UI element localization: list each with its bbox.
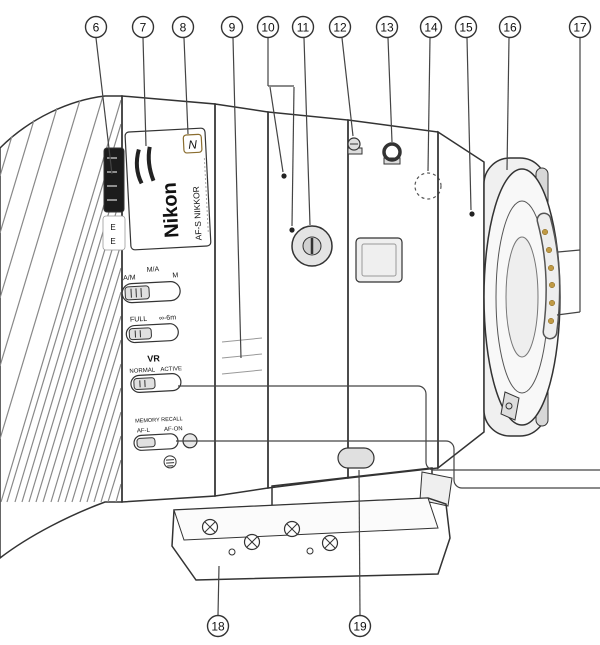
leader-offpage-memory bbox=[176, 440, 600, 489]
limit-label-full: FULL bbox=[130, 316, 148, 324]
focus-mode-label-m: M bbox=[172, 272, 178, 279]
leader-14 bbox=[427, 37, 431, 172]
barrel-screw-dot-2 bbox=[289, 227, 295, 233]
engraving-mark-2 bbox=[146, 146, 156, 182]
leader-18 bbox=[217, 565, 220, 616]
series-text: AF-S NIKKOR bbox=[191, 186, 204, 241]
foot-screw-holes bbox=[201, 518, 339, 556]
callout-17-label: 17 bbox=[573, 21, 587, 35]
leader-7 bbox=[142, 37, 147, 147]
callout-15: 15 bbox=[454, 15, 478, 39]
vr-label: VR bbox=[147, 353, 161, 364]
brand-logo-text: Nikon bbox=[159, 182, 184, 239]
rear-element bbox=[505, 236, 539, 358]
focus-mode-label-am: A/M bbox=[123, 274, 136, 282]
limit-label-range: ∞-6m bbox=[159, 314, 177, 322]
callout-19-label: 19 bbox=[353, 620, 367, 634]
callout-7: 7 bbox=[131, 15, 155, 39]
callout-11-label: 11 bbox=[297, 21, 310, 35]
filter-holder-knob bbox=[291, 225, 333, 267]
vr-label-normal: NORMAL bbox=[129, 367, 156, 374]
vr-switch: VR NORMAL ACTIVE bbox=[129, 353, 182, 393]
nano-crystal-letter: N bbox=[188, 137, 198, 151]
memory-slider-knob bbox=[136, 437, 156, 448]
leader-16 bbox=[506, 37, 510, 171]
nano-crystal-badge bbox=[182, 133, 203, 154]
scale-mark-top: E bbox=[110, 223, 115, 232]
callout-11: 11 bbox=[291, 15, 315, 39]
hidden-index-dotted-circle bbox=[414, 172, 442, 200]
callout-numbers: 6 7 8 9 10 11 12 13 bbox=[84, 15, 592, 638]
callout-13: 13 bbox=[375, 15, 399, 39]
lens-mount bbox=[483, 157, 561, 437]
callout-16-label: 16 bbox=[503, 21, 517, 35]
focus-mode-label-ma: M/A bbox=[147, 266, 160, 274]
focus-mode-switch: A/M M/A M bbox=[121, 266, 181, 304]
callout-9: 9 bbox=[220, 15, 244, 39]
textured-grip-ring bbox=[214, 103, 269, 497]
leader-19 bbox=[358, 469, 361, 616]
afl-label: AF-L bbox=[137, 428, 151, 435]
callout-18-label: 18 bbox=[211, 620, 225, 634]
mounting-index-dot bbox=[469, 211, 475, 217]
leader-12 bbox=[341, 37, 354, 137]
memory-recall-switch: MEMORY RECALL AF-L AF-ON bbox=[133, 416, 198, 469]
callout-17: 17 bbox=[568, 15, 592, 39]
leader-13 bbox=[387, 37, 393, 143]
scale-tab bbox=[102, 215, 126, 251]
vr-label-active: ACTIVE bbox=[160, 366, 182, 373]
cpu-contacts bbox=[541, 228, 556, 325]
callout-15-label: 15 bbox=[459, 21, 473, 35]
callout-12-label: 12 bbox=[333, 21, 347, 35]
callout-14: 14 bbox=[419, 15, 443, 39]
rib-hatching bbox=[0, 95, 122, 503]
rear-taper bbox=[437, 130, 485, 470]
callout-14-label: 14 bbox=[424, 21, 438, 35]
callout-10: 10 bbox=[256, 15, 280, 39]
focus-limit-switch: FULL ∞-6m bbox=[125, 314, 179, 344]
strap-eyelet bbox=[382, 142, 402, 165]
callout-18: 18 bbox=[206, 614, 230, 638]
nameplate: Nikon AF-S NIKKOR N bbox=[124, 127, 212, 251]
distance-scale-window: E E bbox=[102, 147, 126, 251]
switch-panel: A/M M/A M FULL ∞-6m VR NORMAL ACTIVE bbox=[121, 266, 198, 469]
barrel-screw-dot-1 bbox=[281, 173, 287, 179]
callout-6: 6 bbox=[84, 15, 108, 39]
mount-lock-lever bbox=[500, 391, 520, 421]
collar-lock-lever bbox=[337, 447, 375, 469]
callout-9-label: 9 bbox=[229, 21, 236, 35]
callout-6-label: 6 bbox=[93, 21, 100, 35]
leader-10 bbox=[267, 38, 295, 227]
leader-offpage-vr bbox=[178, 385, 600, 471]
focus-mode-slider-knob bbox=[124, 285, 150, 301]
leader-17 bbox=[556, 38, 581, 316]
strap-eyelet-screw bbox=[347, 137, 363, 155]
scale-mark-bottom: E bbox=[110, 237, 115, 246]
speaker-grille bbox=[163, 455, 177, 469]
leader-9 bbox=[232, 37, 242, 359]
callout-10-label: 10 bbox=[261, 21, 275, 35]
afon-label: AF-ON bbox=[164, 426, 183, 433]
engraving-mark bbox=[134, 148, 144, 185]
callout-16: 16 bbox=[498, 15, 522, 39]
callout-12: 12 bbox=[328, 15, 352, 39]
memory-recall-label: MEMORY RECALL bbox=[135, 416, 183, 424]
access-plate bbox=[355, 237, 403, 283]
callout-19: 19 bbox=[348, 614, 372, 638]
callout-8: 8 bbox=[171, 15, 195, 39]
callout-8-label: 8 bbox=[180, 21, 187, 35]
leader-6 bbox=[95, 37, 113, 175]
leader-11 bbox=[303, 37, 311, 226]
leader-lines bbox=[95, 37, 600, 616]
leader-15 bbox=[466, 37, 472, 211]
tripod-foot bbox=[171, 497, 451, 581]
foot-top-surface bbox=[173, 497, 439, 541]
callout-7-label: 7 bbox=[140, 21, 147, 35]
fine-print-line bbox=[203, 158, 209, 233]
rear-barrel bbox=[347, 119, 442, 479]
leader-8 bbox=[183, 37, 189, 135]
callout-13-label: 13 bbox=[380, 21, 394, 35]
